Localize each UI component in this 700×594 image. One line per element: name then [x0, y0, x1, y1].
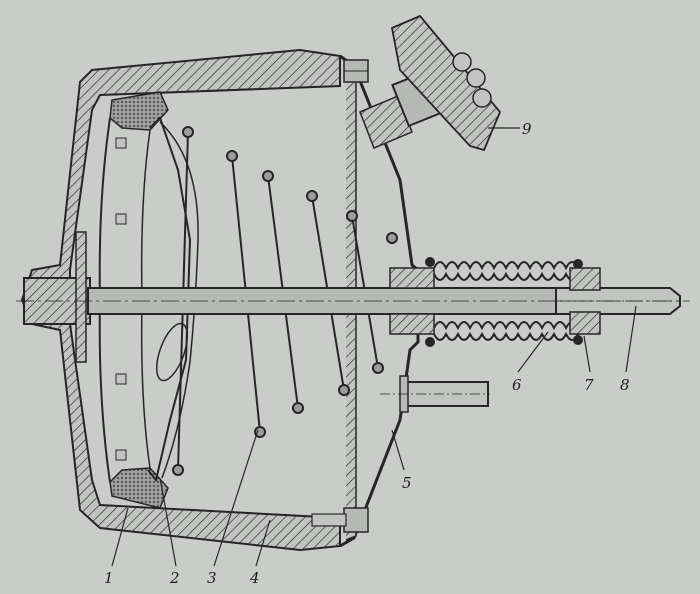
- protective-boot: [433, 261, 579, 341]
- mounting-bolt: [380, 375, 490, 413]
- air-inlet-fitting: [359, 14, 502, 152]
- callout-5: 5: [402, 474, 412, 492]
- rod-guide-bushing: [389, 267, 435, 335]
- callout-2: 2: [169, 569, 180, 587]
- boot-clamp-rings: [425, 257, 583, 347]
- callout-3: 3: [207, 569, 217, 587]
- union-nut: [452, 52, 492, 108]
- callout-8: 8: [620, 376, 630, 394]
- flange-bolt-top: [343, 59, 369, 83]
- callout-9: 9: [522, 120, 532, 138]
- diaphragm: [98, 91, 169, 509]
- rod-nut: [569, 267, 601, 335]
- callout-7: 7: [584, 376, 594, 394]
- callout-6: 6: [512, 376, 522, 394]
- callout-4: 4: [249, 569, 260, 587]
- leader-lines: [111, 127, 637, 567]
- cover-hub: [23, 231, 91, 363]
- callout-1: 1: [104, 569, 114, 587]
- flange-bolt-bottom: [311, 507, 369, 533]
